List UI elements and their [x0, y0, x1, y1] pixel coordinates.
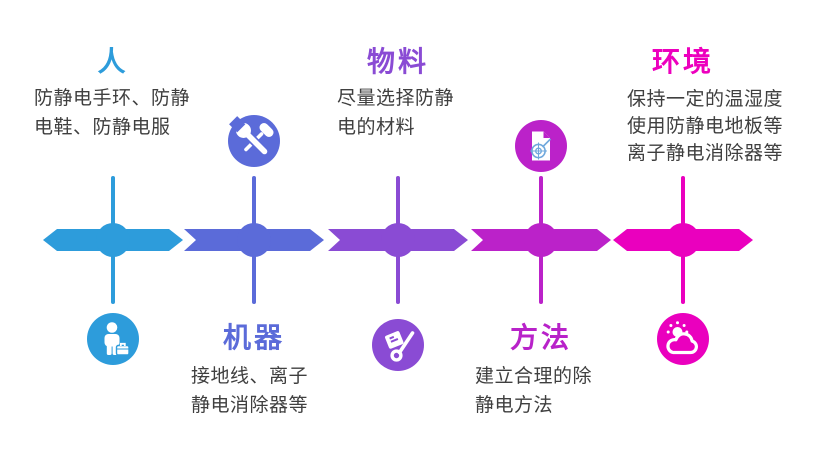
handtruck-icon — [372, 319, 424, 371]
desc-line: 建立合理的除 — [475, 366, 593, 387]
desc-line: 使用防静电地板等 — [627, 116, 784, 137]
desc-line: 防静电手环、防静 — [34, 88, 191, 109]
desc-line: 离子静电消除器等 — [627, 143, 784, 164]
category-desc-man: 防静电手环、防静 电鞋、防静电服 — [34, 84, 190, 142]
document-icon — [515, 120, 567, 172]
category-desc-material: 尽量选择防静 电的材料 — [337, 84, 454, 142]
desc-line: 静电消除器等 — [191, 395, 309, 416]
category-title-method: 方法 — [509, 322, 572, 353]
category-desc-environment: 保持一定的温湿度 使用防静电地板等 离子静电消除器等 — [627, 86, 783, 167]
desc-line: 电的材料 — [337, 117, 416, 138]
desc-line: 静电方法 — [475, 395, 554, 416]
timeline-node-method — [524, 223, 558, 257]
timeline-node-environment — [666, 223, 700, 257]
category-desc-method: 建立合理的除 静电方法 — [475, 362, 592, 420]
desc-line: 接地线、离子 — [191, 366, 309, 387]
desc-line: 保持一定的温湿度 — [627, 89, 784, 110]
person-icon — [87, 313, 139, 365]
category-title-material: 物料 — [366, 46, 429, 77]
desc-line: 电鞋、防静电服 — [34, 117, 171, 138]
category-title-machine: 机器 — [222, 322, 285, 353]
category-title-man: 人 — [97, 46, 129, 77]
weather-icon — [657, 313, 709, 365]
desc-line: 尽量选择防静 — [337, 88, 455, 109]
category-desc-machine: 接地线、离子 静电消除器等 — [191, 362, 308, 420]
timeline-node-man — [96, 223, 130, 257]
timeline-node-machine — [237, 223, 271, 257]
tools-icon — [228, 115, 280, 167]
timeline-node-material — [381, 223, 415, 257]
category-title-environment: 环境 — [651, 46, 714, 77]
